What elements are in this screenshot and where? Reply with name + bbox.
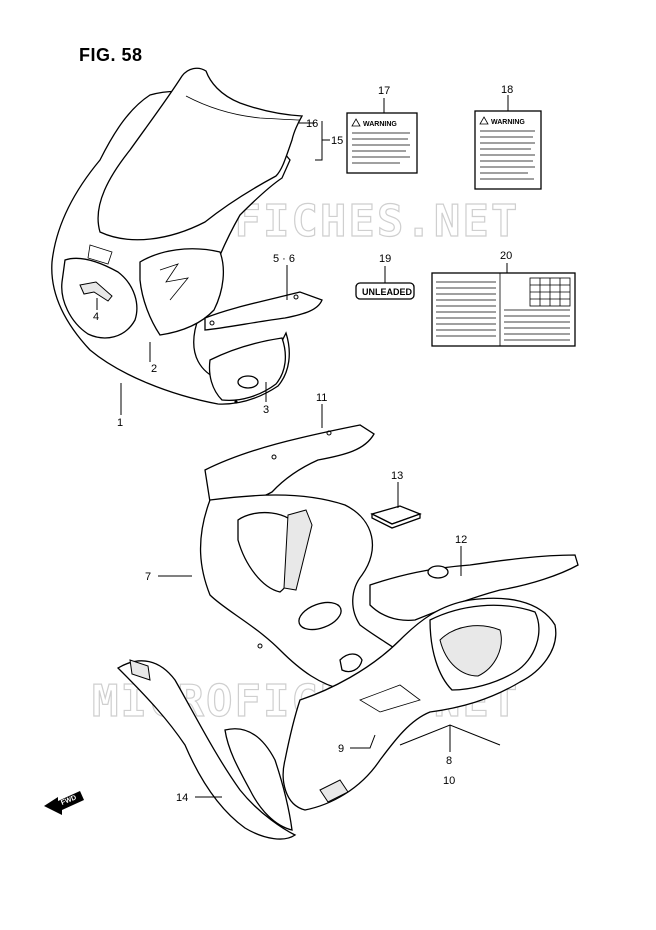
decal-20	[431, 272, 576, 347]
side-fairing-7	[199, 494, 411, 691]
callout-10: 10	[443, 775, 455, 787]
callouts: 1 2 3 4 5 · 6 7 8 9 10 11 12 13 14 15 16…	[93, 84, 513, 804]
callout-11: 11	[316, 392, 327, 404]
decal-18: WARNING	[474, 110, 542, 190]
decal-17-warning: WARNING	[363, 121, 397, 128]
callout-16: 16	[306, 118, 318, 130]
inner-panel-12	[369, 554, 579, 621]
callout-7: 7	[145, 571, 151, 583]
decal-18-warning: WARNING	[491, 119, 525, 126]
decal-19-text: UNLEADED	[362, 287, 413, 297]
under-fairing-14	[116, 659, 297, 840]
callout-18: 18	[501, 84, 513, 96]
callout-4: 4	[93, 311, 99, 323]
callout-3: 3	[263, 404, 269, 416]
side-panel-5-6	[204, 291, 323, 331]
callout-17: 17	[378, 85, 390, 97]
callout-19: 19	[379, 253, 391, 265]
fwd-arrow-icon: FWD	[44, 791, 84, 815]
callout-20: 20	[500, 250, 512, 262]
callout-2: 2	[151, 363, 157, 375]
decal-17: WARNING	[346, 112, 418, 174]
callout-12: 12	[455, 534, 467, 546]
callout-13: 13	[391, 470, 403, 482]
decal-19-unleaded: UNLEADED	[355, 282, 415, 300]
callout-14: 14	[176, 792, 188, 804]
upper-cowling	[51, 67, 304, 405]
figure-title: FIG. 58	[79, 45, 143, 65]
callout-8: 8	[446, 755, 452, 767]
pad-13	[370, 505, 422, 529]
leader-lines	[96, 95, 509, 798]
callout-5-6: 5 · 6	[273, 253, 295, 265]
callout-9: 9	[338, 743, 344, 755]
lower-cowling-9	[282, 597, 557, 811]
inner-panel-11	[204, 424, 375, 504]
callout-1: 1	[117, 417, 123, 429]
callout-15: 15	[331, 135, 343, 147]
